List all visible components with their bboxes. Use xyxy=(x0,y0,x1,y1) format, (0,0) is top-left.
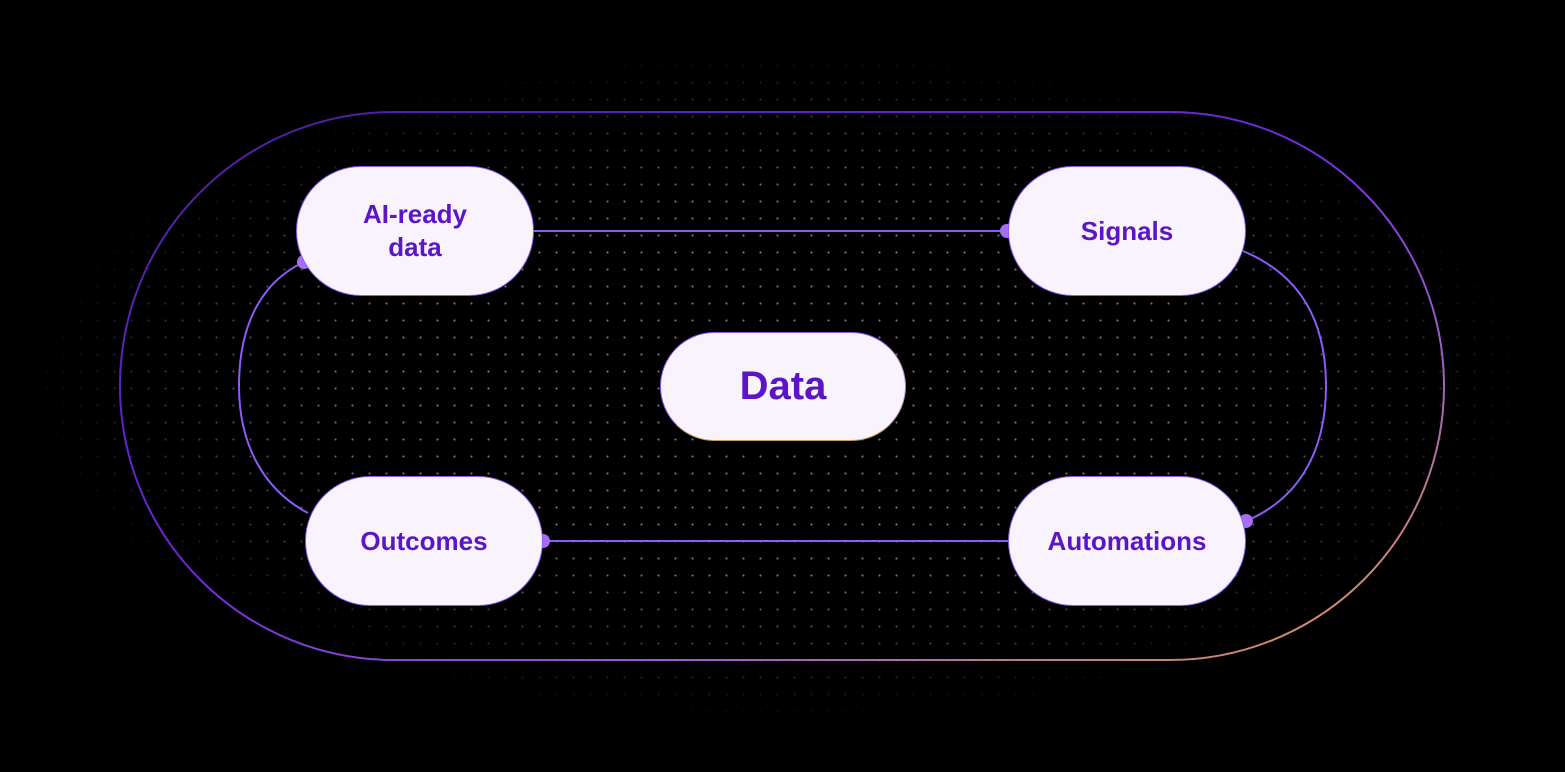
node-signals: Signals xyxy=(1008,166,1246,296)
node-ai-ready-data: AI-ready data xyxy=(296,166,534,296)
outer-ring xyxy=(119,111,1445,661)
node-label-automations: Automations xyxy=(1047,525,1207,556)
center-node-data: Data xyxy=(660,332,906,441)
edge-outcomes-to-ai-ready-data xyxy=(237,261,309,514)
node-label-outcomes: Outcomes xyxy=(360,525,488,556)
center-node-label: Data xyxy=(739,364,827,408)
edge-signals-to-automations xyxy=(1242,250,1328,522)
node-label-signals: Signals xyxy=(1080,215,1174,246)
node-label-ai-ready-data: AI-ready data xyxy=(362,199,468,262)
node-automations: Automations xyxy=(1008,476,1246,606)
node-outcomes: Outcomes xyxy=(305,476,543,606)
